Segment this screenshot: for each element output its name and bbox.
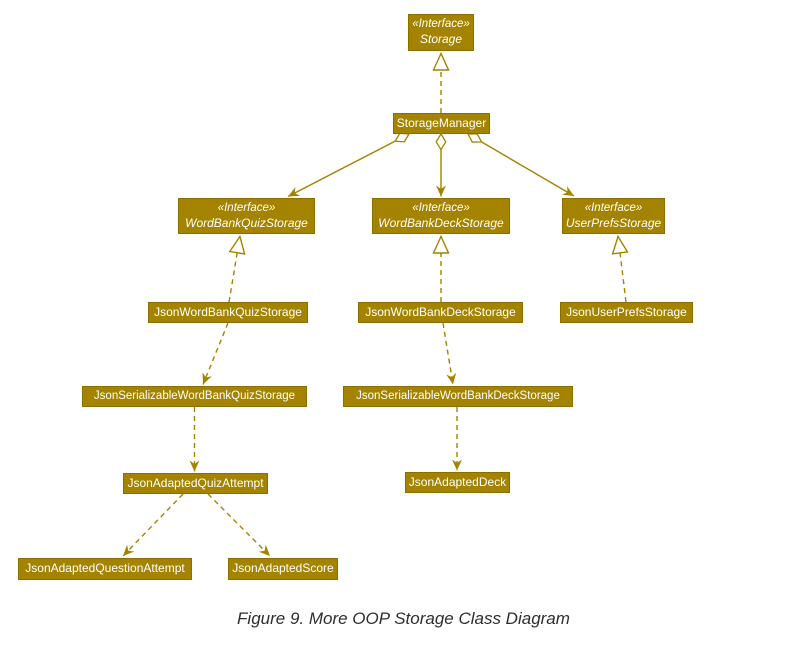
figure-caption: Figure 9. More OOP Storage Class Diagram (237, 609, 570, 628)
class-name: JsonSerializableWordBankDeckStorage (356, 390, 560, 403)
class-name: JsonWordBankDeckStorage (365, 304, 516, 319)
class-name: JsonAdaptedQuizAttempt (127, 475, 264, 490)
edge-dependency-jsondeck-serializabledeck (442, 322, 457, 385)
edge-dependency-jsonquiz-serializablequiz (202, 322, 229, 385)
class-box-userprefsstorage-interface: «Interface» UserPrefsStorage (562, 198, 665, 234)
class-box-storagemanager: StorageManager (393, 113, 490, 134)
class-name: WordBankQuizStorage (185, 215, 308, 230)
class-box-jsonuserprefsstorage: JsonUserPrefsStorage (560, 302, 693, 323)
edge-dependency-adaptedquizattempt-adaptedquestionattempt (122, 493, 184, 557)
class-box-jsonadaptedquestionattempt: JsonAdaptedQuestionAttempt (18, 558, 192, 580)
class-box-storage-interface: «Interface» Storage (408, 14, 474, 51)
edge-realization-jsonprefs-userprefsstorage (611, 234, 629, 303)
class-box-jsonserializablewordbankquizstorage: JsonSerializableWordBankQuizStorage (82, 386, 307, 407)
class-name: JsonSerializableWordBankQuizStorage (93, 390, 296, 403)
stereotype-label: «Interface» (412, 201, 470, 214)
class-name: JsonAdaptedQuestionAttempt (25, 561, 185, 576)
class-box-jsonwordbankdeckstorage: JsonWordBankDeckStorage (358, 302, 523, 323)
class-name: WordBankDeckStorage (378, 215, 504, 230)
class-name: StorageManager (396, 115, 487, 130)
edge-aggregation-storagemanager-userprefsstorage (468, 134, 575, 197)
class-box-jsonadaptedscore: JsonAdaptedScore (228, 558, 338, 580)
class-box-wordbankquizstorage-interface: «Interface» WordBankQuizStorage (178, 198, 315, 234)
class-name: JsonAdaptedScore (232, 561, 334, 576)
class-box-jsonadapteddeck: JsonAdaptedDeck (405, 472, 510, 493)
stereotype-label: «Interface» (217, 201, 276, 214)
class-name: Storage (419, 32, 463, 47)
edge-aggregation-storagemanager-wordbankquizstorage (287, 134, 409, 198)
class-name: JsonUserPrefsStorage (566, 304, 687, 319)
class-name: JsonWordBankQuizStorage (154, 304, 302, 319)
edge-dependency-adaptedquizattempt-adaptedscore (207, 493, 271, 557)
class-name: JsonAdaptedDeck (408, 474, 507, 489)
class-name: UserPrefsStorage (565, 215, 662, 230)
stereotype-label: «Interface» (584, 201, 643, 214)
class-box-wordbankdeckstorage-interface: «Interface» WordBankDeckStorage (372, 198, 510, 234)
class-box-jsonserializablewordbankdeckstorage: JsonSerializableWordBankDeckStorage (343, 386, 573, 407)
edge-realization-jsonquiz-wordbankquizstorage (228, 234, 246, 303)
class-box-jsonadaptedquizattempt: JsonAdaptedQuizAttempt (123, 473, 268, 494)
class-box-jsonwordbankquizstorage: JsonWordBankQuizStorage (148, 302, 308, 323)
stereotype-label: «Interface» (412, 18, 470, 31)
